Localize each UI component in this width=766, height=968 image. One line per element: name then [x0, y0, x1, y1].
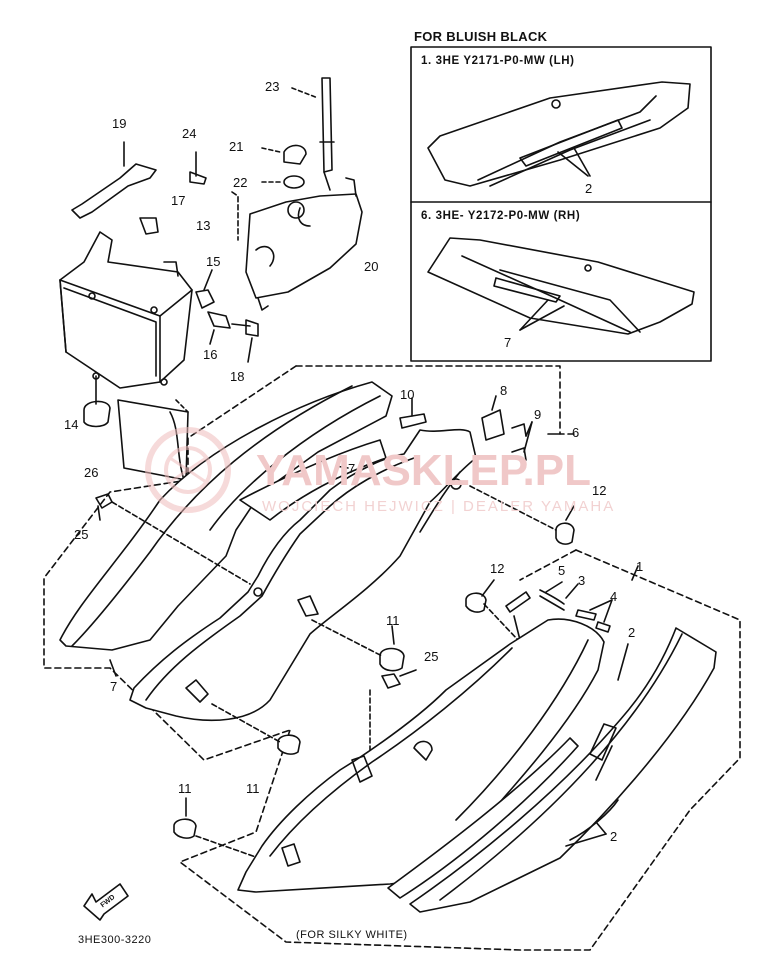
- inset-rh-cover: [427, 237, 695, 335]
- grommet-11b: [277, 734, 301, 755]
- damper-14: [83, 400, 111, 428]
- bolt-18: [231, 319, 259, 337]
- watermark-brand: YAMASKLEP.PL: [256, 446, 591, 495]
- battery-case: [59, 217, 193, 389]
- grommet-11c: [173, 818, 197, 839]
- battery-band: [71, 141, 157, 219]
- callout-11-mid: 11: [246, 781, 260, 796]
- callout-19: 19: [112, 116, 127, 131]
- callout-1: 1: [636, 559, 644, 574]
- callout-7-left: 7: [110, 679, 118, 694]
- inset-part-lh: 1. 3HE Y2171-P0-MW (LH): [421, 55, 575, 67]
- callout-5: 5: [558, 563, 566, 578]
- callout-12-lower: 12: [490, 561, 505, 576]
- callout-25-upper: 25: [74, 527, 89, 542]
- watermark-subline: WOJCIECH HEJWICZ | DEALER YAMAHA: [262, 498, 616, 515]
- callout-22: 22: [233, 175, 248, 190]
- upper-trim-7: [59, 381, 393, 651]
- callout-25-lower: 25: [424, 649, 439, 664]
- callout-17: 17: [171, 193, 186, 208]
- inset-part-rh: 6. 3HE- Y2172-P0-MW (RH): [421, 210, 581, 222]
- part-10: [399, 413, 427, 429]
- inset-title: FOR BLUISH BLACK: [414, 29, 548, 44]
- callout-18: 18: [230, 369, 245, 384]
- callout-10: 10: [400, 387, 415, 402]
- spring-3: [539, 589, 565, 611]
- pipe-23: [321, 77, 333, 173]
- bolt-24: [189, 151, 207, 185]
- collar-16: [207, 311, 231, 329]
- callout-13: 13: [196, 218, 211, 233]
- callout-4: 4: [610, 589, 618, 604]
- callout-15: 15: [206, 254, 221, 269]
- callout-2-right: 2: [628, 625, 636, 640]
- callout-12-upper: 12: [592, 483, 607, 498]
- upper-side-cover-6: [129, 428, 477, 722]
- callout-20: 20: [364, 259, 379, 274]
- drawing-code: 3HE300-3220: [78, 934, 152, 946]
- inset-frame: [410, 46, 712, 362]
- assembly-1-outline: [179, 549, 741, 951]
- callout-14: 14: [64, 417, 79, 432]
- part-9: [511, 423, 527, 461]
- assembly-6-outline: [295, 365, 575, 435]
- callout-2: 2: [585, 181, 593, 196]
- lower-stripe-2: [387, 627, 717, 913]
- callout-3: 3: [578, 573, 586, 588]
- upper-side-trim: [239, 439, 387, 521]
- grommet-12b: [465, 592, 487, 613]
- callout-6: 6: [572, 425, 580, 440]
- parts-4: [575, 609, 611, 633]
- collar-15: [195, 289, 215, 309]
- bolt-25b: [381, 673, 401, 689]
- fwd-arrow-icon: [83, 883, 129, 921]
- variant-note: (FOR SILKY WHITE): [296, 929, 408, 941]
- cap-21: [283, 144, 307, 165]
- callout-11-bottom: 11: [178, 781, 192, 796]
- callout-7-upper: 7: [348, 461, 356, 476]
- callout-9: 9: [534, 407, 542, 422]
- callout-16: 16: [203, 347, 218, 362]
- lower-side-cover-1: [237, 618, 605, 893]
- callout-7: 7: [504, 335, 512, 350]
- callout-23: 23: [265, 79, 280, 94]
- reservoir-tank: [245, 177, 363, 311]
- callout-8: 8: [500, 383, 508, 398]
- watermark-logo: [145, 427, 231, 513]
- clip-5: [505, 591, 531, 613]
- packing-22: [283, 175, 305, 189]
- callout-21: 21: [229, 139, 244, 154]
- inset-lh-cover: [427, 81, 691, 187]
- grommet-11a: [379, 647, 405, 672]
- part-8: [481, 409, 505, 441]
- callout-26: 26: [84, 465, 99, 480]
- grommet-12a: [555, 522, 575, 545]
- callout-24: 24: [182, 126, 197, 141]
- callout-2-bottom: 2: [610, 829, 618, 844]
- callout-11-top: 11: [386, 613, 400, 628]
